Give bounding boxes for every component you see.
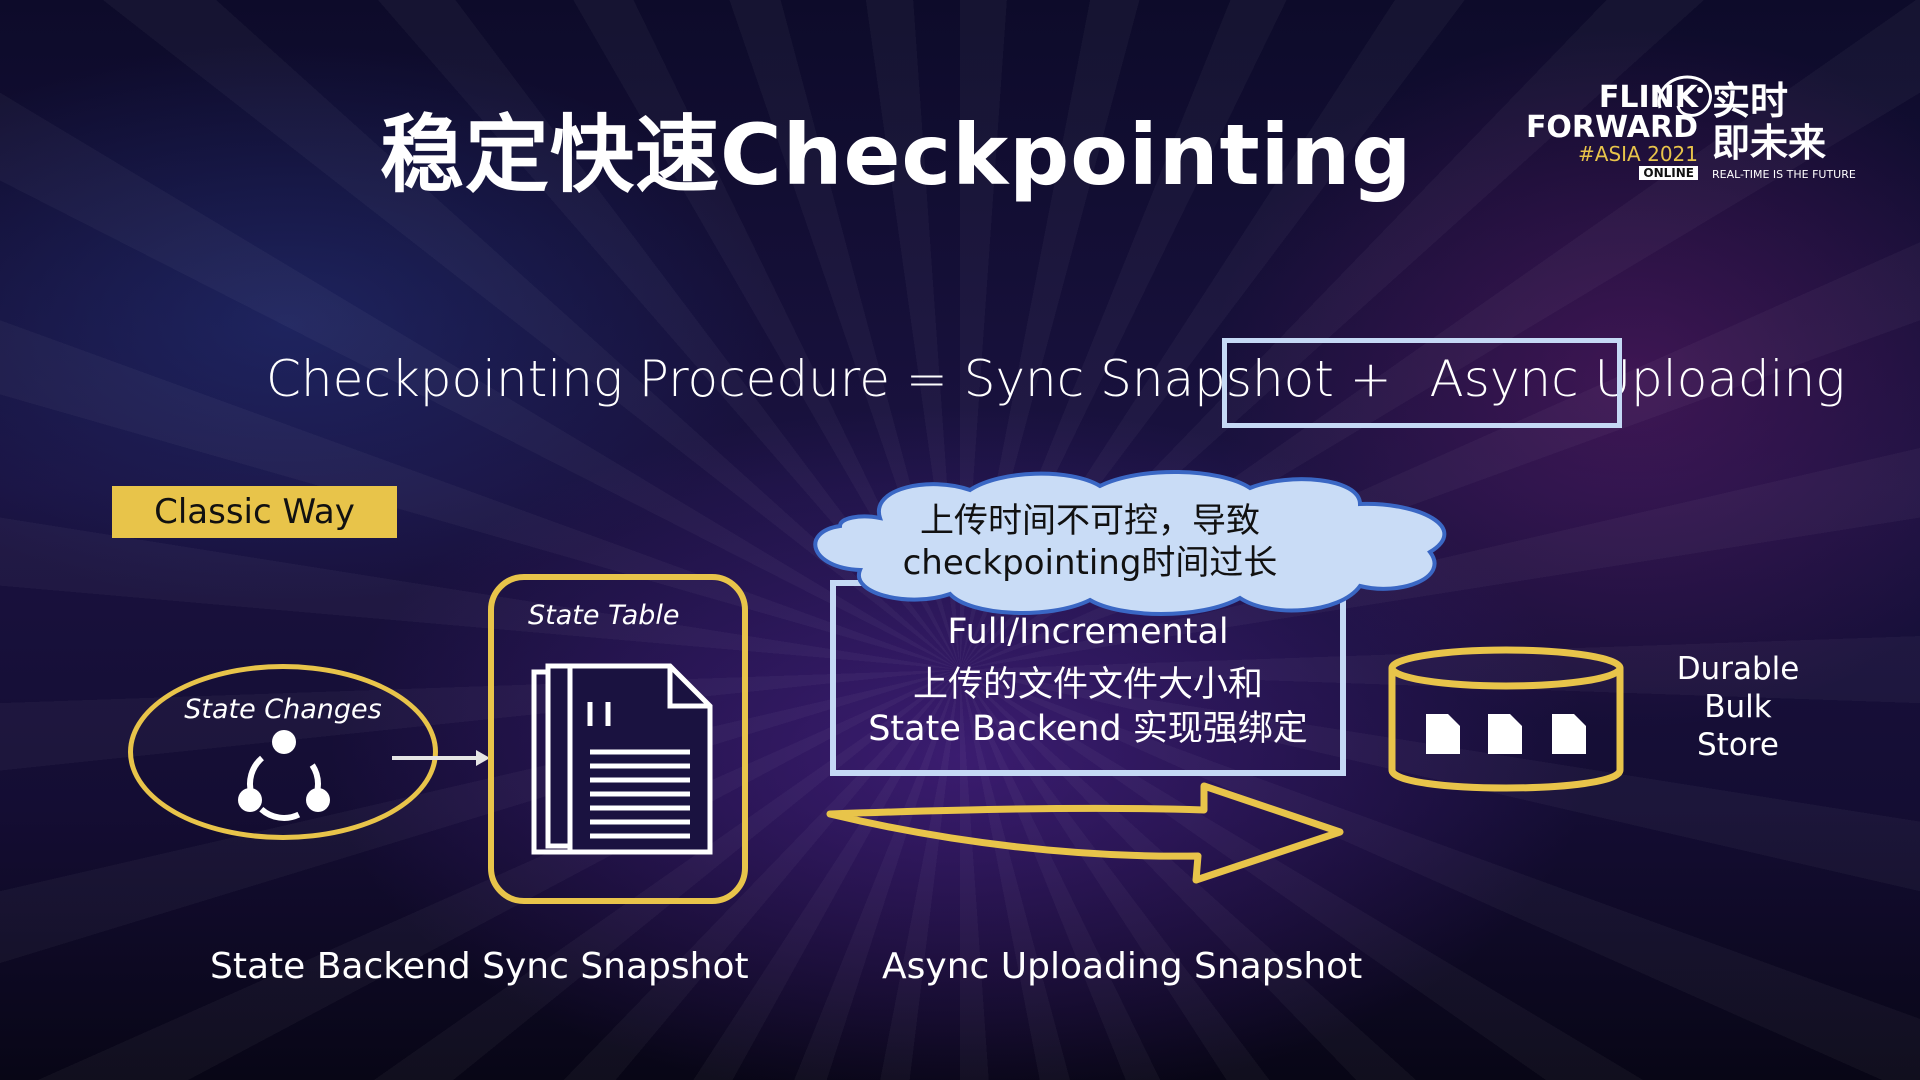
store-line-1: Durable [1676,651,1800,687]
cloud-line-1: 上传时间不可控，导致 [920,501,1260,541]
cloud-line-2: checkpointing时间过长 [902,543,1278,583]
store-line-2: Bulk [1704,689,1772,725]
state-table-label: State Table [528,600,680,631]
squirrel-icon [1657,75,1712,117]
formula-left: Checkpointing Procedure = Sync Snapshot … [266,350,1392,408]
upload-line-1: Full/Incremental [947,612,1229,652]
logo-online-badge: ONLINE [1639,166,1698,180]
state-changes-label: State Changes [184,694,382,725]
documents-icon [531,663,713,855]
flink-forward-logo: FLINK FORWARD #ASIA 2021 ONLINE [1518,75,1712,190]
logo-cn-line2: 即未来 [1712,121,1827,165]
slide-title: 稳定快速Checkpointing [380,106,1413,204]
durable-store-label: Durable Bulk Store [1658,650,1818,764]
state-changes-ellipse [128,664,438,840]
cloud-text: 上传时间不可控，导致 checkpointing时间过长 [850,500,1330,584]
share-nodes-icon [238,730,330,821]
cloud-callout [813,469,1447,616]
flow-arrow [392,750,490,766]
logo-forward-text: FORWARD [1525,110,1698,145]
realtime-future-logo: 实时 即未来 REAL-TIME IS THE FUTURE [1712,79,1856,190]
upload-line-2: 上传的文件文件大小和 [912,665,1263,705]
logo-flink-text: FLINK [1598,80,1698,115]
upload-line-3: State Backend 实现强绑定 [868,709,1308,749]
state-table-box [488,574,748,904]
async-snapshot-caption: Async Uploading Snapshot [882,946,1363,987]
formula-text: Checkpointing Procedure = Sync Snapshot … [266,350,1845,408]
logo-cn-line1: 实时 [1712,79,1789,123]
classic-way-badge: Classic Way [112,486,397,538]
storage-cylinder-icon [1388,646,1624,792]
formula-boxed: Async Uploading [1429,350,1846,408]
logo-tagline: REAL-TIME IS THE FUTURE [1712,168,1856,181]
store-line-3: Store [1697,727,1779,763]
sync-snapshot-caption: State Backend Sync Snapshot [210,946,749,987]
async-flow-arrow [826,782,1344,884]
async-uploading-highlight-box [1222,338,1622,428]
logo-asia-text: #ASIA 2021 [1578,142,1698,166]
